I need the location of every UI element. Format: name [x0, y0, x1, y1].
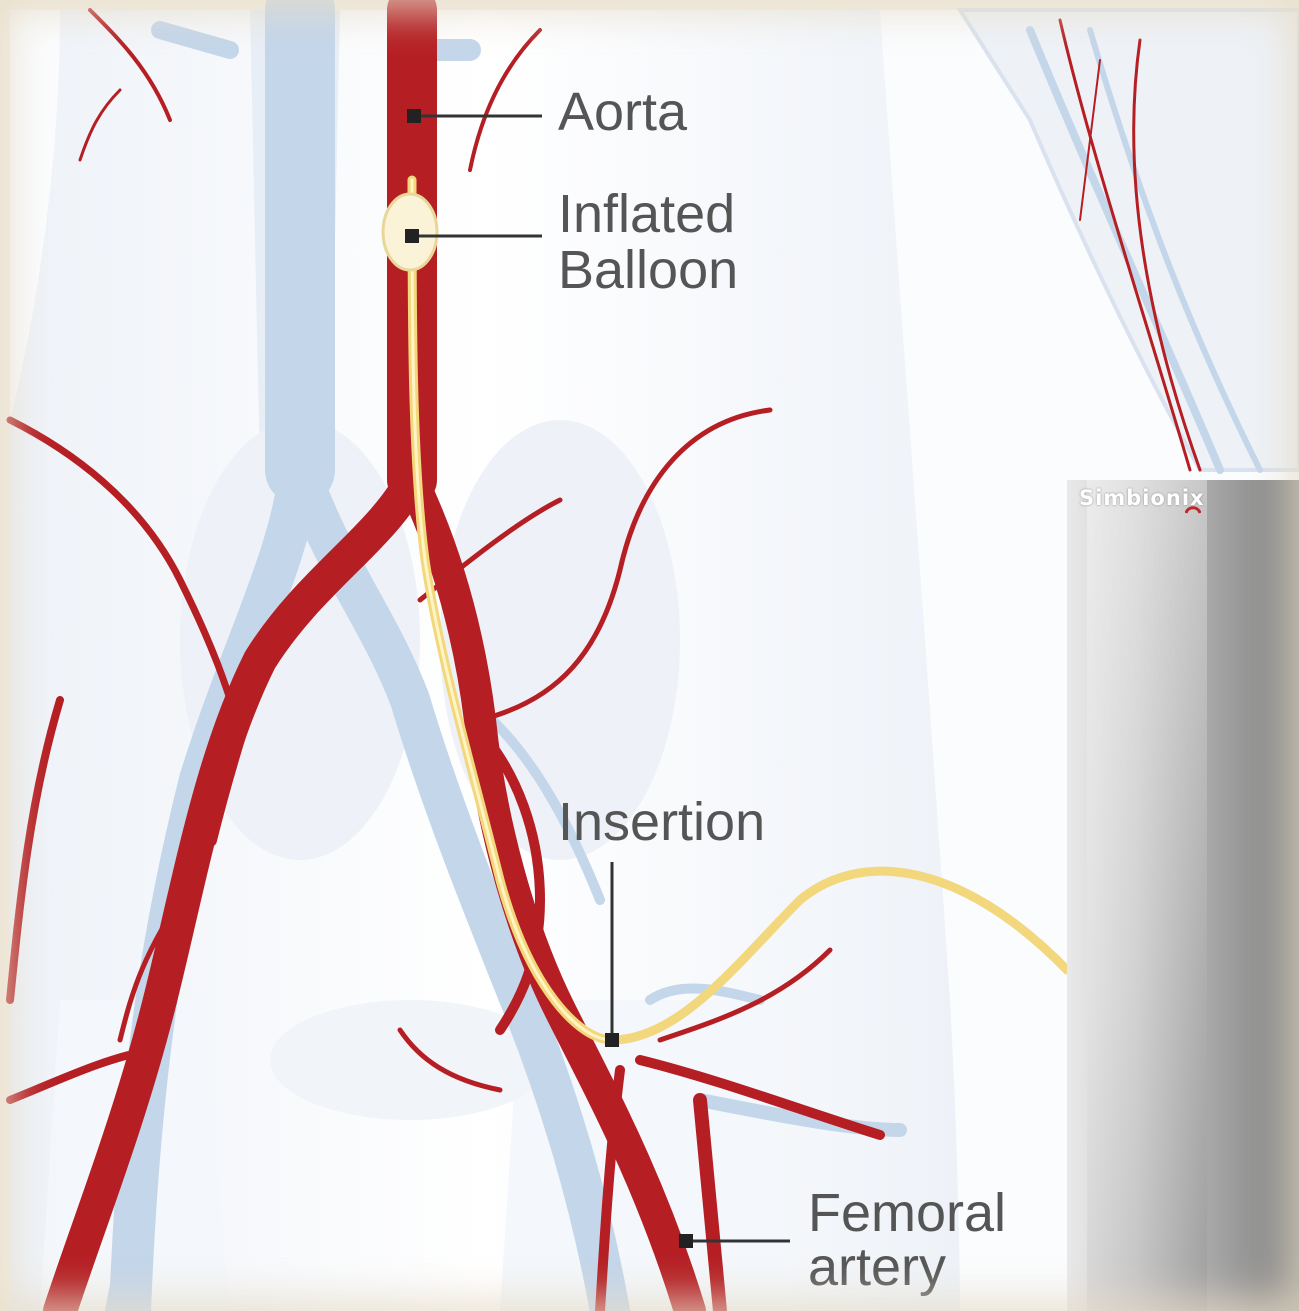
balloon-marker [405, 229, 419, 243]
logo-figure-icon [1185, 504, 1201, 514]
label-balloon-line2: Balloon [558, 242, 738, 298]
label-balloon-line1: Inflated [558, 186, 738, 242]
label-femoral-line2: artery [808, 1240, 1006, 1294]
label-aorta-text: Aorta [558, 84, 687, 140]
label-inflated-balloon: Inflated Balloon [558, 186, 738, 298]
femoral-marker [679, 1234, 693, 1248]
label-insertion-text: Insertion [558, 794, 765, 850]
label-femoral-artery: Femoral artery [808, 1186, 1006, 1294]
insertion-marker [605, 1033, 619, 1047]
label-femoral-line1: Femoral [808, 1186, 1006, 1240]
label-aorta: Aorta [558, 84, 687, 140]
xray-panel: Simbionix [1067, 480, 1299, 1311]
label-insertion: Insertion [558, 794, 765, 850]
aorta-marker [407, 109, 421, 123]
xray-shading [1087, 480, 1207, 1311]
